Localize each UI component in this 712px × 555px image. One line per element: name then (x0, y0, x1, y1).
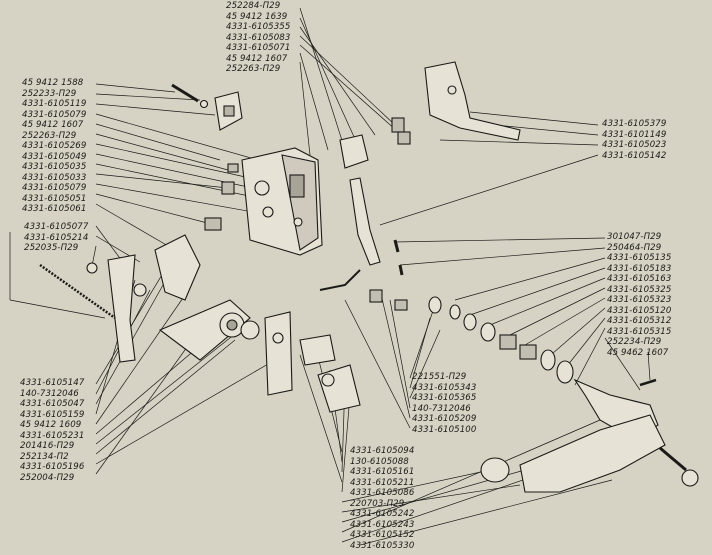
part-label: 4331-6105100 (412, 424, 477, 435)
part-label: 220703-П29 (350, 498, 405, 509)
part-label: 4331-6105079 (22, 183, 87, 193)
part-label: 4331-6105214 (24, 232, 89, 243)
part-label: 250464-П29 (607, 242, 662, 253)
part-label: 201416-П29 (20, 441, 75, 451)
labels-bottom: 4331-6105094 130-6105088 4331-6105161 43… (350, 446, 414, 551)
part-label: 4331-6105355 (226, 22, 291, 32)
part-label: 4331-6105049 (22, 151, 87, 162)
part-label: 252134-П2 (20, 451, 69, 462)
labels-top: 252284-П29 45 9412 1639 4331-6105355 433… (226, 1, 290, 75)
part-label: 4331-6105209 (412, 414, 477, 424)
labels-mid: 221551-П29 4331-6105343 4331-6105365 140… (412, 372, 476, 435)
part-label: 140-7312046 (412, 403, 471, 414)
part-label: 4331-6105061 (22, 204, 87, 214)
labels-left-a: 45 9412 1588 252233-П29 4331-6105119 433… (22, 78, 86, 215)
part-label: 4331-6105269 (22, 141, 87, 151)
part-label: 4331-6105083 (226, 32, 291, 43)
part-label: 45 9412 1607 (226, 53, 288, 64)
parts (39, 61, 699, 493)
part-label: 4331-6105120 (607, 305, 672, 316)
part-label: 4331-6105163 (607, 274, 672, 284)
part-label: 4331-6105242 (350, 509, 415, 519)
part-label: 4331-6105023 (602, 140, 667, 150)
part-label: 45 9412 1639 (226, 11, 288, 22)
labels-right-a: 4331-6105379 4331-6101149 4331-6105023 4… (602, 119, 666, 161)
part-label: 4331-6105135 (607, 253, 672, 263)
part-label: 252234-П29 (607, 337, 662, 347)
part-label: 4331-6105315 (607, 326, 672, 337)
part-label: 4331-6105033 (22, 172, 87, 183)
part-label: 4331-6105343 (412, 382, 477, 393)
part-label: 45 9412 1588 (22, 78, 84, 88)
part-label: 4331-6105047 (20, 399, 85, 409)
part-label: 45 9462 1607 (607, 347, 669, 358)
part-label: 4331-6105231 (20, 430, 85, 441)
labels-left-c: 4331-6105147 140-7312046 4331-6105047 43… (20, 378, 84, 483)
part-label: 4331-6105196 (20, 462, 85, 472)
part-label: 4331-6105147 (20, 378, 85, 388)
part-label: 252263-П29 (226, 64, 281, 74)
part-label: 4331-6105051 (22, 193, 87, 204)
part-label: 4331-6105243 (350, 519, 415, 530)
part-label: 4331-6105119 (22, 99, 87, 109)
part-label: 4331-6105211 (350, 477, 415, 488)
part-label: 4331-6105152 (350, 530, 415, 540)
labels-right-b: 301047-П29 250464-П29 4331-6105135 4331-… (607, 232, 671, 358)
part-label: 4331-6105035 (22, 162, 87, 172)
part-label: 4331-6105325 (607, 284, 672, 295)
labels-left-b: 4331-6105077 4331-6105214 252035-П29 (24, 222, 88, 254)
part-label: 4331-6105086 (350, 488, 415, 498)
part-label: 4331-6105161 (350, 467, 415, 477)
part-label: 252284-П29 (226, 1, 281, 11)
part-label: 4331-6105330 (350, 540, 415, 551)
part-label: 4331-6105094 (350, 446, 415, 456)
part-label: 140-7312046 (20, 388, 79, 399)
part-label: 45 9412 1609 (20, 420, 82, 430)
part-label: 4331-6105312 (607, 316, 672, 326)
part-label: 4331-6105365 (412, 393, 477, 403)
part-label: 4331-6105323 (607, 295, 672, 305)
part-label: 4331-6105079 (22, 109, 87, 120)
part-label: 301047-П29 (607, 232, 662, 242)
part-label: 252233-П29 (22, 88, 77, 99)
part-label: 252004-П29 (20, 472, 75, 483)
part-label: 221551-П29 (412, 372, 467, 382)
part-label: 252263-П29 (22, 130, 77, 141)
part-label: 4331-6105142 (602, 150, 667, 161)
part-label: 4331-6101149 (602, 129, 667, 140)
part-label: 4331-6105077 (24, 222, 89, 232)
part-label: 4331-6105183 (607, 263, 672, 274)
part-label: 4331-6105159 (20, 409, 85, 420)
part-label: 130-6105088 (350, 456, 409, 467)
part-label: 252035-П29 (24, 243, 79, 253)
part-label: 45 9412 1607 (22, 120, 84, 130)
part-label: 4331-6105071 (226, 43, 291, 53)
part-label: 4331-6105379 (602, 119, 667, 129)
